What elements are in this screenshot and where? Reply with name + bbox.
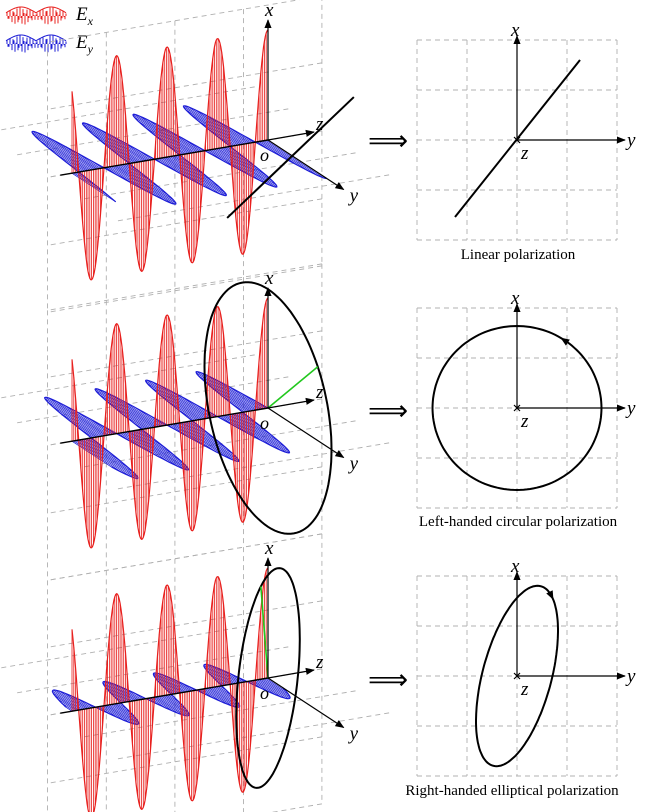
legend-ey-wave	[5, 34, 67, 53]
grid-line	[13, 646, 289, 694]
y-axis-label: y	[625, 666, 636, 687]
polarization-curve	[431, 324, 603, 492]
legend-ex-label: Ex	[75, 4, 94, 28]
ex-wave-envelope	[71, 567, 269, 812]
wave-3d-left-circular: x y z o	[0, 263, 390, 581]
x-axis-label: x	[264, 268, 274, 289]
propagation-axis	[60, 407, 269, 444]
y-axis-label: y	[348, 454, 359, 475]
z-axis-label: z	[520, 679, 529, 700]
field-vector	[260, 586, 269, 679]
wave-3d-linear: x y z o	[0, 0, 390, 313]
x-axis-label: x	[510, 556, 520, 577]
y-axis-label: y	[625, 130, 636, 151]
origin-label: o	[260, 145, 269, 165]
grid-line	[47, 330, 322, 378]
caption-left-circular: Left-handed circular polarization	[419, 514, 618, 530]
grid-line	[13, 376, 289, 424]
y-axis-label: y	[625, 398, 636, 419]
z-axis-label: z	[315, 382, 324, 403]
grid-line	[47, 62, 322, 110]
transition-arrow: ⟹	[368, 663, 408, 696]
projection-left-circular: x y z	[416, 288, 636, 509]
rotation-direction-arrow	[546, 590, 554, 600]
legend-wave-stripes	[6, 7, 67, 25]
z-axis-label: z	[315, 652, 324, 673]
polarization-ellipse	[203, 281, 333, 535]
projection-linear: x y z	[416, 20, 636, 241]
caption-linear: Linear polarization	[461, 247, 576, 263]
field-vector	[267, 366, 319, 409]
y-axis-label: y	[348, 724, 359, 745]
z-axis	[267, 397, 315, 409]
y-axis	[267, 677, 345, 729]
transition-arrow: ⟹	[368, 124, 408, 157]
legend: Ex Ey	[5, 4, 94, 56]
grid-line	[47, 533, 322, 581]
y-axis-label: y	[348, 186, 359, 207]
ex-wave-envelope	[71, 297, 269, 549]
z-axis-label: z	[520, 411, 529, 432]
polarization-line	[226, 96, 355, 219]
z-axis-label: z	[520, 143, 529, 164]
grid-line	[47, 0, 301, 43]
polarization-curve	[475, 584, 559, 768]
grid-line	[81, 152, 356, 200]
z-axis-label: z	[315, 114, 324, 135]
origin-label: o	[260, 683, 269, 703]
projection-right-elliptical: x y z	[416, 556, 636, 777]
polarization-ellipse	[235, 567, 301, 789]
propagation-axis	[60, 677, 269, 714]
y-axis	[267, 407, 345, 459]
grid-line	[81, 690, 356, 738]
rotation-direction-arrow	[560, 337, 570, 346]
row-left-circular: x y z o ⟹ x y z Left-handed circular polariza…	[0, 263, 636, 581]
y-axis	[267, 139, 345, 191]
legend-wave-stripes	[6, 35, 67, 53]
origin-label: o	[260, 413, 269, 433]
row-linear: x y z o ⟹ x y z Linear polarization	[0, 0, 636, 313]
grid-line	[47, 600, 322, 648]
origin-marker	[513, 404, 521, 412]
origin-marker	[513, 672, 521, 680]
legend-ey-label: Ey	[75, 32, 94, 56]
x-axis-label: x	[510, 288, 520, 309]
caption-right-elliptical: Right-handed elliptical polarization	[405, 783, 619, 799]
ex-wave-envelope	[71, 29, 269, 281]
row-right-elliptical: x y z o ⟹ x y z Right-handed elliptical polar…	[0, 533, 636, 812]
wave-3d-right-elliptical: x y z o	[0, 533, 390, 812]
grid-line	[47, 265, 322, 313]
x-axis-label: x	[264, 0, 274, 21]
x-axis-label: x	[510, 20, 520, 41]
origin-marker	[513, 136, 521, 144]
legend-wave-envelope	[5, 6, 67, 14]
transition-arrow: ⟹	[368, 394, 408, 427]
x-axis-label: x	[264, 538, 274, 559]
legend-ex-wave	[5, 6, 67, 25]
z-axis	[267, 667, 315, 679]
grid-line	[47, 263, 322, 311]
propagation-axis	[60, 139, 269, 176]
legend-wave-envelope	[5, 34, 67, 42]
z-axis	[267, 129, 315, 141]
ey-wave-envelope	[31, 105, 327, 205]
